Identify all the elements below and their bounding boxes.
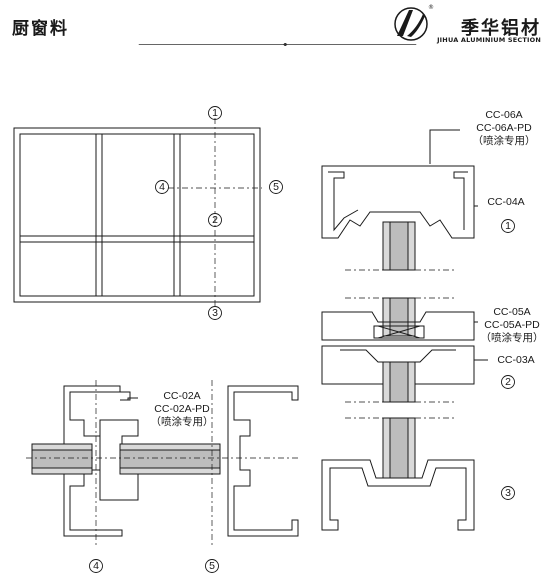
label-cc02a-note: （喷涂专用）	[150, 416, 214, 428]
label-cc02a: CC-02A	[163, 390, 201, 402]
header-divider	[138, 43, 417, 46]
section-marker-4: 4	[93, 560, 99, 572]
label-cc05a-note: （喷涂专用）	[480, 332, 544, 344]
horizontal-section	[26, 380, 300, 546]
label-cc06a-pd: CC-06A-PD	[476, 122, 532, 134]
brand-logo-icon	[394, 7, 428, 41]
brand-name: 季华铝材	[461, 18, 541, 39]
label-cc03a: CC-03A	[497, 354, 535, 366]
page-title: 厨窗料	[12, 19, 69, 39]
vertical-section	[321, 129, 488, 531]
section-marker-3: 3	[505, 487, 511, 499]
label-cc05a-pd: CC-05A-PD	[484, 319, 540, 331]
section-marker-2: 2	[505, 376, 511, 388]
marker-2: 2	[212, 214, 218, 226]
brand-subtitle: JIHUA ALUMINIUM SECTION	[437, 36, 541, 44]
marker-1: 1	[212, 107, 218, 119]
label-cc06a: CC-06A	[485, 109, 523, 121]
label-cc02a-pd: CC-02A-PD	[154, 403, 210, 415]
label-cc06a-note: （喷涂专用）	[472, 135, 536, 147]
registered-mark: ®	[428, 4, 434, 11]
window-elevation	[13, 118, 262, 310]
marker-4: 4	[159, 181, 165, 193]
label-cc04a: CC-04A	[487, 196, 525, 208]
label-cc05a: CC-05A	[493, 306, 531, 318]
section-marker-5: 5	[209, 560, 215, 572]
marker-3: 3	[212, 307, 218, 319]
marker-5: 5	[273, 181, 279, 193]
section-marker-1: 1	[505, 220, 511, 232]
